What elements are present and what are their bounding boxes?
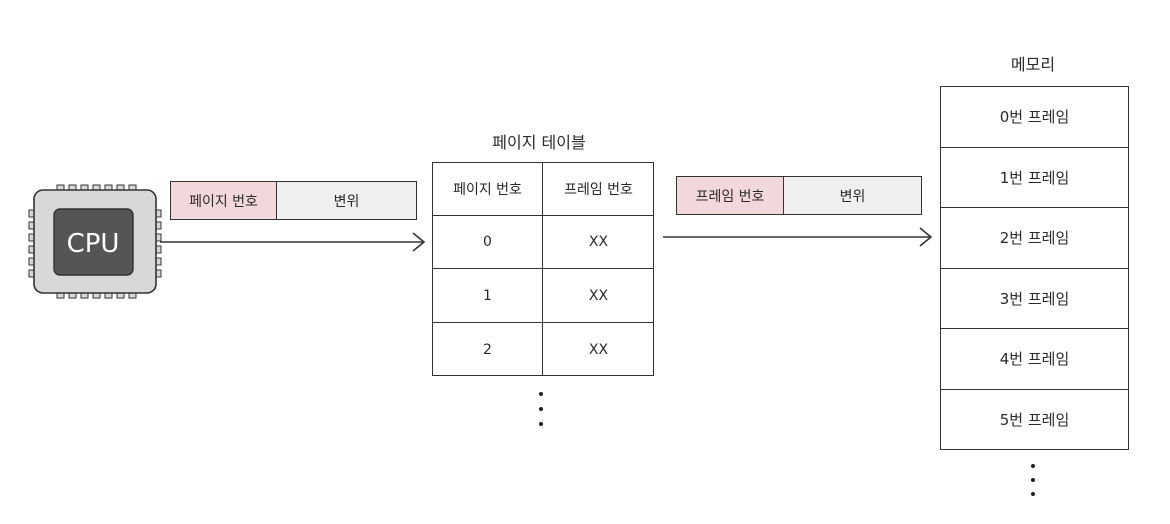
cpu-label: CPU (67, 229, 120, 259)
offset-field: 변위 (784, 177, 921, 214)
vertical-ellipsis-icon (1030, 464, 1036, 500)
physical-address: 프레임 번호 변위 (676, 176, 922, 215)
table-header-page-number: 페이지 번호 (433, 163, 543, 216)
table-cell-frame: XX (588, 341, 609, 358)
table-cell-page: 0 (433, 216, 543, 269)
page-table: 페이지 번호 프레임 번호 0 XX 1 XX 2 XX (432, 162, 654, 376)
memory-title: 메모리 (1010, 55, 1056, 74)
table-header-frame-number: 프레임 번호 (543, 163, 654, 216)
logical-address: 페이지 번호 변위 (170, 181, 417, 220)
page-table-title: 페이지 테이블 (492, 133, 586, 152)
memory-frame: 5번 프레임 (999, 410, 1070, 429)
memory: 0번 프레임 1번 프레임 2번 프레임 3번 프레임 4번 프레임 5번 프레… (940, 86, 1129, 450)
arrow-to-memory (663, 227, 933, 247)
table-cell-frame: XX (543, 216, 654, 269)
vertical-ellipsis-icon (538, 392, 544, 428)
memory-frame: 0번 프레임 (941, 87, 1128, 148)
table-cell-frame: XX (543, 269, 654, 323)
arrow-head-icon (412, 232, 426, 252)
page-number-field: 페이지 번호 (171, 182, 277, 219)
frame-number-field: 프레임 번호 (677, 177, 784, 214)
table-cell-page: 1 (433, 269, 543, 323)
memory-frame: 2번 프레임 (941, 208, 1128, 269)
memory-frame: 1번 프레임 (941, 148, 1128, 208)
table-cell-page: 2 (433, 323, 543, 376)
arrow-to-page-table (160, 232, 426, 252)
cpu-die (53, 208, 134, 276)
memory-frame: 4번 프레임 (941, 329, 1128, 390)
memory-frame: 3번 프레임 (941, 269, 1128, 329)
offset-field: 변위 (277, 182, 416, 219)
arrow-head-icon (919, 227, 933, 247)
